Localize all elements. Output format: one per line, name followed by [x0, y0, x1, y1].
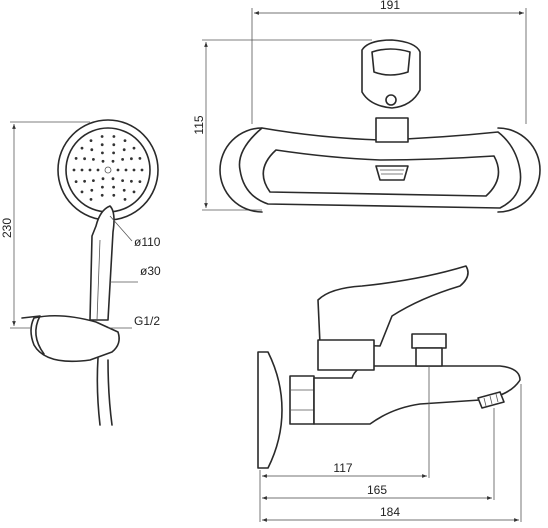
nozzle-dot: [132, 190, 136, 194]
nozzle-dot: [111, 159, 115, 163]
nozzle-dot: [92, 158, 95, 161]
nozzle-dot: [101, 177, 105, 181]
nozzle-dot: [116, 168, 120, 172]
nozzle-dot: [112, 185, 115, 189]
nozzle-dot: [122, 148, 126, 152]
nozzle-dot: [132, 146, 136, 150]
shower-holder: [30, 314, 120, 363]
nozzle-dot: [90, 188, 94, 192]
nozzle-center: [104, 166, 112, 174]
nozzle-dot: [101, 185, 104, 189]
nozzle-dot: [138, 157, 142, 160]
nozzle-dot: [92, 179, 95, 183]
label-connection: G1/2: [134, 314, 160, 328]
nozzle-dot: [100, 135, 104, 138]
mixer-side-view: 117 165 184: [257, 265, 522, 522]
nozzle-dot: [89, 198, 93, 201]
label-handle-diameter: ø30: [140, 264, 161, 278]
nozzle-dot: [88, 168, 92, 172]
nozzle-dot: [124, 168, 128, 172]
cartridge-top: [375, 117, 409, 143]
wall-flange: [257, 351, 283, 469]
dimension-117: 117: [333, 461, 352, 475]
shower-hose: [96, 357, 101, 426]
diverter-knob: [411, 333, 447, 349]
nozzle-dot: [83, 157, 86, 161]
nozzle-dot: [140, 168, 144, 172]
nozzle-dot: [130, 157, 133, 161]
nozzle-dot: [123, 139, 127, 143]
nozzle-dot: [111, 177, 115, 181]
lever-base: [317, 339, 375, 371]
label-head-diameter: ø110: [134, 235, 161, 249]
dimension-230: 230: [0, 218, 14, 238]
nozzle-dot: [96, 168, 100, 172]
dimension-165: 165: [367, 483, 387, 497]
nozzle-dot: [112, 193, 116, 197]
dimension-115: 115: [192, 115, 206, 134]
nozzle-dot: [112, 143, 116, 147]
nozzle-dot: [112, 135, 116, 138]
nozzle-dot: [132, 168, 136, 172]
dimension-184: 184: [380, 505, 400, 519]
nozzle-dot: [72, 168, 76, 172]
nozzle-dot: [130, 179, 133, 183]
nozzle-dot: [74, 157, 78, 160]
nozzle-dot: [122, 188, 126, 192]
nozzle-dot: [74, 180, 78, 184]
nozzle-dot: [80, 190, 84, 194]
nozzle-dot: [100, 143, 104, 147]
nozzle-dot: [83, 179, 86, 183]
lever-side: [317, 265, 469, 347]
shower-handle: [89, 205, 115, 321]
mixer-top-view: 191 115: [192, 0, 541, 213]
nozzle-dot: [90, 148, 94, 152]
nozzle-dot: [89, 139, 93, 143]
nozzle-dot: [101, 151, 104, 155]
nozzle-dot: [80, 146, 84, 150]
nozzle-dot: [121, 179, 124, 183]
aerator-top: [375, 165, 409, 181]
nozzle-dot: [101, 159, 105, 163]
nozzle-dot: [138, 180, 142, 184]
dimension-191: 191: [380, 0, 400, 12]
nozzle-dot: [80, 168, 84, 172]
nozzle-pattern: [72, 135, 144, 201]
nozzle-dot: [123, 198, 127, 201]
eccentric-nut: [289, 375, 315, 425]
lever-top: [361, 39, 421, 109]
nozzle-dot: [121, 158, 124, 161]
nozzle-dot: [100, 193, 104, 197]
nozzle-dot: [112, 151, 115, 155]
hand-shower-view: 230 ø110 ø30 G1/2: [0, 119, 161, 426]
